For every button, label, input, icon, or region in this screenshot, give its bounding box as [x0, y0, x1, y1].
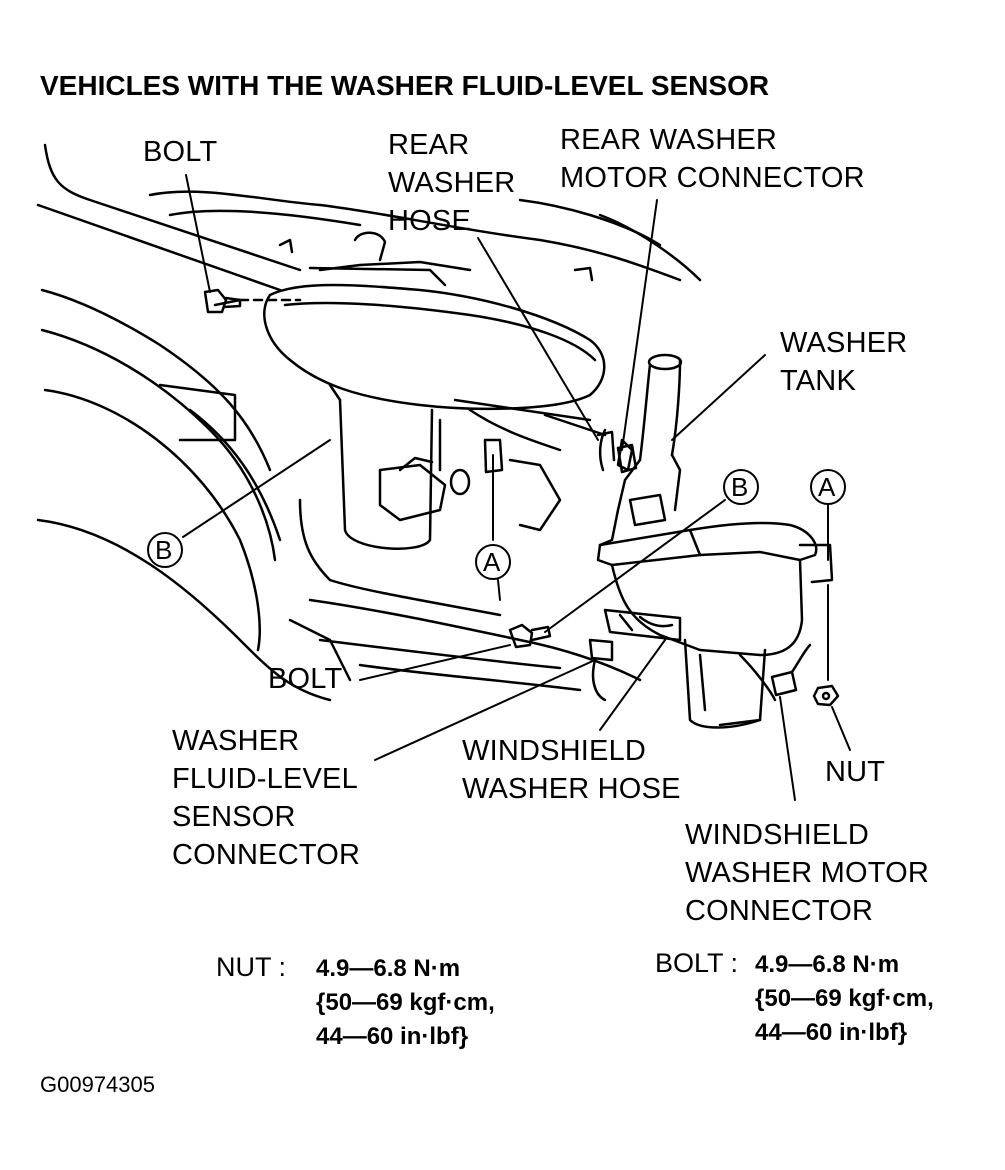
spec-bolt-line-1: 4.9—6.8 N·m [755, 951, 900, 978]
label-washer-tank: WASHER TANK [780, 327, 908, 397]
label-washer-fluid-level-sensor-connector: WASHER FLUID-LEVEL SENSOR CONNECTOR [172, 725, 361, 871]
lamp-housing [328, 383, 607, 550]
fasteners [203, 288, 840, 707]
washer-tank [596, 353, 834, 729]
spec-bolt-label: BOLT : [655, 948, 739, 978]
spec-nut-line-2: {50—69 kgf·cm, [316, 989, 495, 1016]
label-nut: NUT [825, 756, 886, 788]
spec-bolt-line-2: {50—69 kgf·cm, [755, 985, 934, 1012]
spec-nut: NUT : 4.9—6.8 N·m {50—69 kgf·cm, 44—60 in… [216, 950, 495, 1054]
spec-bolt-line-3: 44—60 in·lbf} [755, 1019, 908, 1046]
label-windshield-washer-motor-connector: WINDSHIELD WASHER MOTOR CONNECTOR [685, 819, 930, 927]
label-bolt-bottom: BOLT [268, 663, 343, 695]
callout-b-right: B [731, 472, 749, 502]
label-rear-washer-motor-connector: REAR WASHER MOTOR CONNECTOR [560, 124, 865, 194]
headlamp-assembly [213, 231, 606, 411]
label-rear-washer-hose: REAR WASHER HOSE [388, 129, 516, 237]
diagram-title: VEHICLES WITH THE WASHER FLUID-LEVEL SEN… [40, 70, 770, 101]
label-bolt-top: BOLT [143, 136, 218, 168]
spec-nut-line-1: 4.9—6.8 N·m [316, 955, 461, 982]
figure-code: G00974305 [40, 1072, 155, 1097]
callout-a-center: A [483, 547, 501, 577]
callout-markers [147, 469, 846, 580]
spec-nut-label: NUT : [216, 952, 287, 982]
spec-bolt: BOLT : 4.9—6.8 N·m {50—69 kgf·cm, 44—60 i… [655, 946, 934, 1050]
vehicle-body-outline [36, 143, 702, 702]
callout-a-right: A [818, 472, 836, 502]
label-windshield-washer-hose: WINDSHIELD WASHER HOSE [462, 735, 681, 805]
callout-b-left: B [155, 535, 173, 565]
spec-nut-line-3: 44—60 in·lbf} [316, 1023, 469, 1050]
leader-lines [182, 174, 851, 801]
